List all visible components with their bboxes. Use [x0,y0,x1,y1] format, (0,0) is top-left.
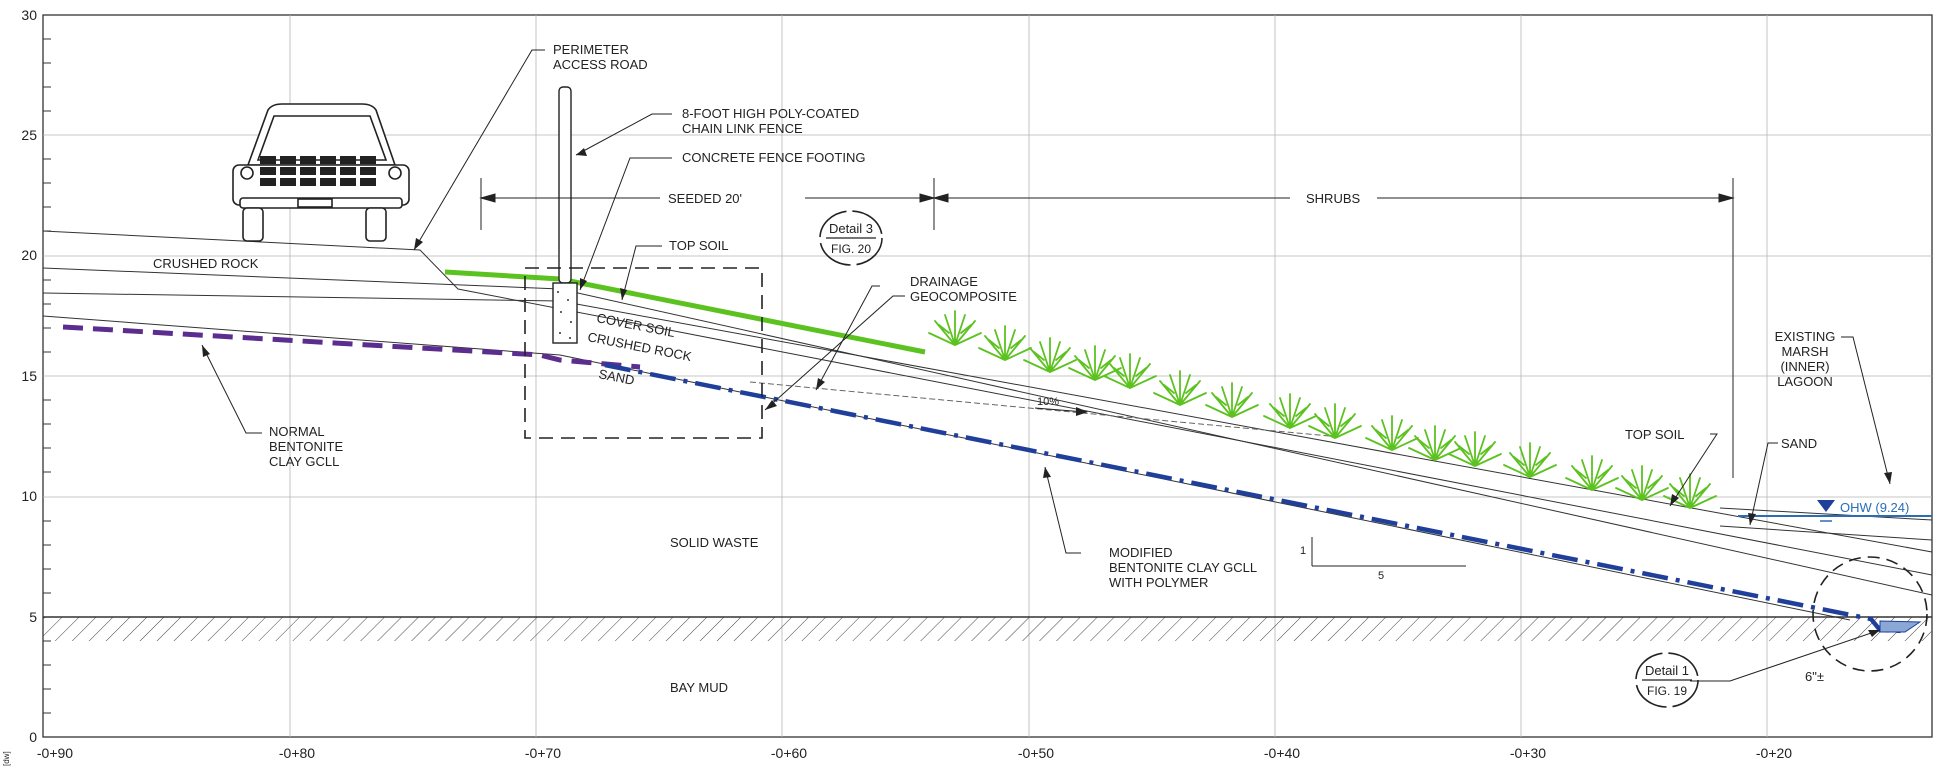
top-soil-label: TOP SOIL [669,238,729,253]
x-tick-label: -0+50 [1018,745,1054,761]
shrub-icon [1503,442,1557,478]
modified-gcll-line [604,362,1906,634]
leader-arrowheads [202,148,1892,637]
y-tick-label: 10 [21,488,37,504]
shrub-icon [1408,425,1462,461]
shrub-icon [1205,382,1259,418]
detail1-callout: Detail 1 FIG. 19 [1635,652,1699,708]
top-soil-green-line [444,269,926,355]
x-tick-label: -0+60 [771,745,807,761]
modified-gcll-label: MODIFIED [1109,545,1173,560]
six-inch-label: 6"± [1805,669,1824,684]
fence-label: CHAIN LINK FENCE [682,121,803,136]
existing-marsh-label: MARSH [1782,344,1829,359]
existing-marsh-label: EXISTING [1775,329,1836,344]
normal-gcll-label: BENTONITE [269,439,343,454]
detail1-circle [1812,556,1928,672]
slope-percent-label: 10% [1037,396,1059,408]
side-stamp: [dw] [2,751,11,766]
shrub-icons [928,310,1717,509]
detail1-title: Detail 1 [1645,663,1689,678]
shrub-icon [1068,345,1122,381]
y-axis-labels: 0 5 10 15 20 25 30 [21,7,37,745]
slope-rise-label: 1 [1300,545,1306,557]
normal-gcll-label: CLAY GCLL [269,454,339,469]
shrub-icon [928,310,982,346]
shrub-icon [1023,337,1077,373]
crushed-rock-top-label: CRUSHED ROCK [153,256,259,271]
perimeter-road-label: ACCESS ROAD [553,57,648,72]
x-tick-label: -0+30 [1510,745,1546,761]
bay-mud-hatch-band [43,617,1932,641]
x-tick-label: -0+40 [1264,745,1300,761]
shrub-icon [1263,393,1317,429]
slope-run-label: 5 [1378,570,1384,582]
x-tick-label: -0+90 [37,745,73,761]
detail3-fig: FIG. 20 [831,242,871,256]
y-minor-ticks [43,38,51,714]
existing-marsh-label: (INNER) [1780,359,1829,374]
fence-footing-label: CONCRETE FENCE FOOTING [682,150,865,165]
y-tick-label: 15 [21,368,37,384]
shrub-icon [1615,465,1669,501]
ohw-label: OHW (9.24) [1840,500,1909,515]
normal-gcll-label: NORMAL [269,424,325,439]
top-soil-right-label: TOP SOIL [1625,427,1685,442]
y-tick-label: 5 [29,609,37,625]
shrub-icon [1153,370,1207,406]
y-tick-label: 25 [21,127,37,143]
footing-speckle [557,291,572,339]
fence-label: 8-FOOT HIGH POLY-COATED [682,106,859,121]
leader-lines [201,49,1891,682]
drainage-label: DRAINAGE [910,274,978,289]
y-tick-label: 0 [29,729,37,745]
ten-pct-arrowhead [1076,407,1088,416]
shrub-icon [1448,431,1502,467]
solid-waste-label: SOLID WASTE [670,535,759,550]
x-tick-label: -0+70 [525,745,561,761]
shrub-icon [978,325,1032,361]
modified-gcll-label: WITH POLYMER [1109,575,1208,590]
fence-footing [552,282,578,344]
annotations: PERIMETER ACCESS ROAD 8-FOOT HIGH POLY-C… [153,42,1835,695]
ohw-triangle-icon [1817,500,1835,512]
shrub-icon [1565,455,1619,491]
detail3-callout: Detail 3 FIG. 20 [819,210,883,266]
drainage-label: GEOCOMPOSITE [910,289,1017,304]
y-tick-label: 20 [21,247,37,263]
fence-post [558,86,572,284]
x-tick-label: -0+80 [279,745,315,761]
detail1-fig: FIG. 19 [1647,684,1687,698]
modified-gcll-label: BENTONITE CLAY GCLL [1109,560,1257,575]
detail1-notch [1879,620,1922,633]
slope-indicator [1311,537,1466,567]
truck-icon [232,103,410,242]
crushed-rock-label: CRUSHED ROCK [586,329,693,364]
normal-bentonite-gcll-line [62,324,641,370]
x-tick-label: -0+20 [1756,745,1792,761]
dimension-lines [479,178,1735,478]
shrub-icon [1365,415,1419,451]
perimeter-road-label: PERIMETER [553,42,629,57]
sand-label: SAND [597,366,635,388]
shrub-icon [1308,403,1362,439]
shrubs-label: SHRUBS [1306,191,1361,206]
y-tick-label: 30 [21,7,37,23]
shrub-icon [1103,353,1157,389]
sand-right-label: SAND [1781,436,1817,451]
detail3-box [524,267,763,439]
x-axis-labels: -0+90 -0+80 -0+70 -0+60 -0+50 -0+40 -0+3… [37,745,1792,761]
seeded-label: SEEDED 20' [668,191,742,206]
bay-mud-label: BAY MUD [670,680,728,695]
existing-marsh-label: LAGOON [1777,374,1833,389]
detail3-title: Detail 3 [829,221,873,236]
